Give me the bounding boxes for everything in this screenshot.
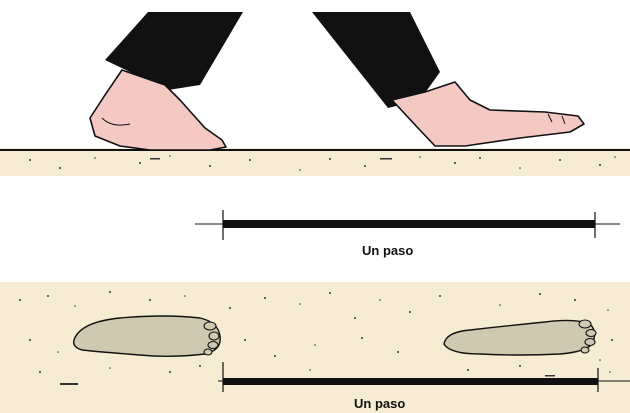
trouser-left [105, 12, 243, 90]
ground-speckles-top [29, 155, 616, 171]
footprint-left [72, 315, 221, 357]
step-label-bottom: Un paso [354, 396, 406, 411]
footprint-left-toes [203, 321, 220, 356]
foot-right-toes [547, 113, 566, 125]
step-label-top: Un paso [362, 243, 414, 258]
measure-bar-top [223, 220, 595, 228]
ground-speckles-bottom [19, 291, 613, 385]
ground-strip-top [0, 148, 630, 176]
foot-right [391, 81, 585, 147]
measure-bar-bottom [223, 378, 598, 385]
foot-left [89, 69, 227, 151]
trouser-right [312, 12, 440, 108]
foot-left-ankle-line [101, 117, 131, 126]
footprint-right-toes [578, 319, 597, 354]
